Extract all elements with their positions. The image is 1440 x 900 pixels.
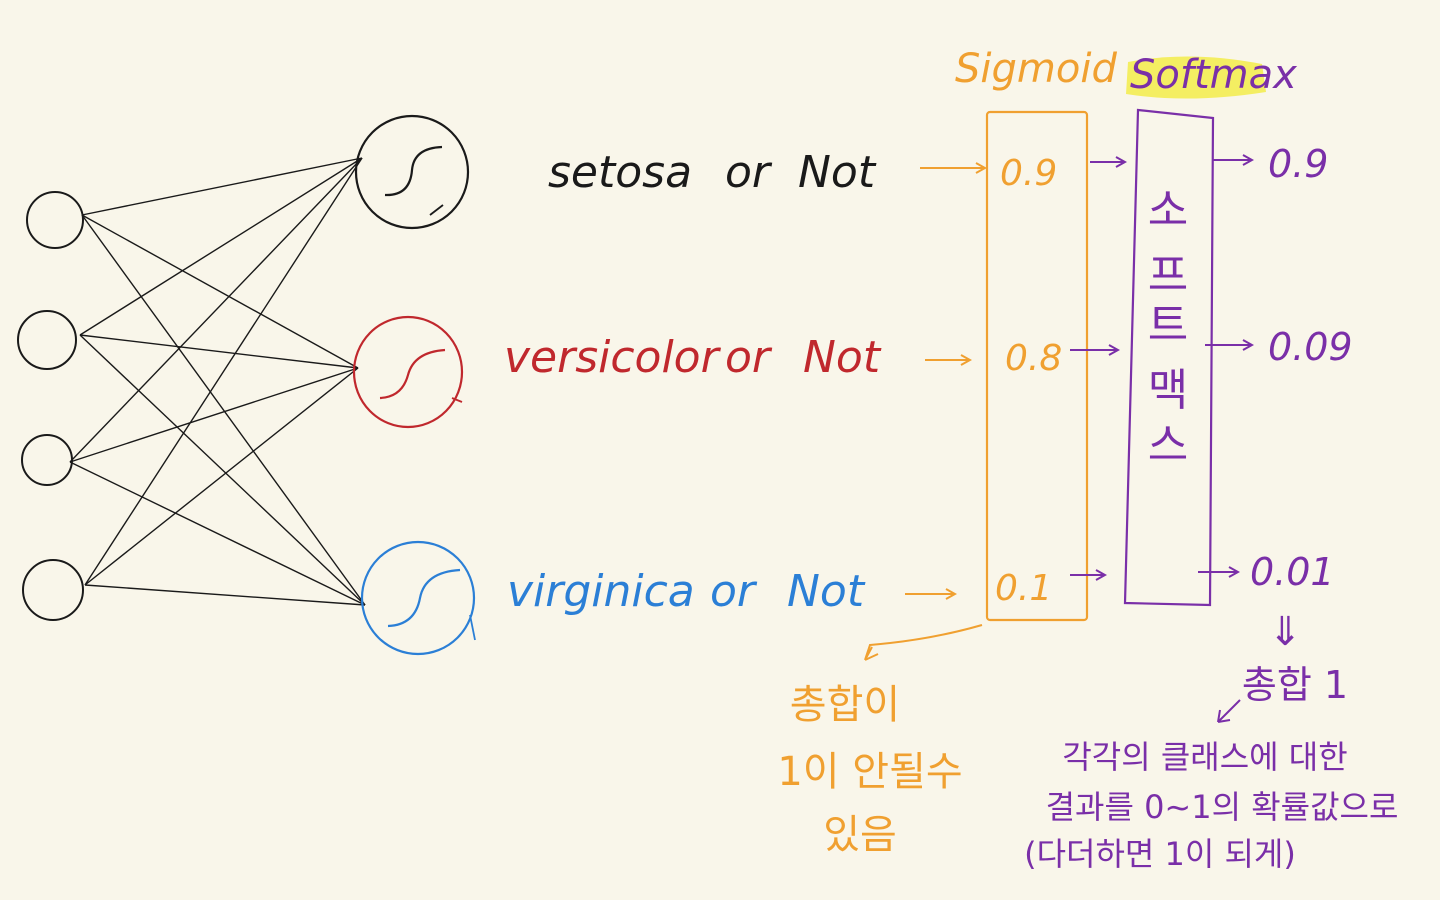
connection-4-to-virginica — [84, 584, 366, 606]
sigmoid-note-line-2: 1이 안될수 — [777, 749, 962, 795]
label-to-sigmoid-arrows — [905, 168, 985, 594]
connection-4-to-versicolor — [84, 367, 359, 586]
connection-1-to-setosa — [81, 157, 363, 216]
softmax-note-line-2: 결과를 0~1의 확률값으로 — [1046, 788, 1399, 826]
input-node-2 — [17, 310, 77, 370]
connection-4-to-setosa — [84, 157, 363, 586]
label-setosa-not: Not — [798, 147, 877, 198]
header-sigmoid: Sigmoid — [955, 46, 1117, 92]
sigmoid-note-line-1: 총합이 — [790, 682, 900, 728]
input-node-4 — [22, 559, 84, 621]
softmax-value-setosa: 0.9 — [1268, 142, 1328, 186]
softmax-char-3: 트 — [1148, 300, 1188, 351]
softmax-note-arrow — [1217, 699, 1241, 723]
output-node-virginica — [360, 540, 476, 656]
softmax-output-arrows — [1198, 160, 1252, 572]
sigmoid-note: 총합이 1이 안될수 있음 — [777, 682, 962, 858]
label-versicolor-not: Not — [803, 332, 882, 383]
label-virginica: virginica — [507, 566, 695, 617]
softmax-char-1: 소 — [1148, 185, 1188, 236]
connection-1-to-versicolor — [81, 214, 359, 369]
label-setosa-or: or — [725, 147, 773, 198]
input-layer — [17, 191, 84, 621]
header-softmax: Softmax — [1130, 52, 1297, 98]
connection-2-to-setosa — [79, 157, 363, 336]
softmax-note-line-1: 각각의 클래스에 대한 — [1062, 738, 1347, 776]
input-node-3 — [21, 434, 73, 486]
label-virginica-not: Not — [787, 566, 866, 617]
sigmoid-value-virginica: 0.1 — [995, 568, 1052, 609]
softmax-note-line-3: (다더하면 1이 되게) — [1024, 835, 1296, 873]
connection-2-to-versicolor — [79, 334, 359, 369]
sigmoid-note-arrow — [864, 624, 983, 661]
softmax-char-5: 스 — [1148, 420, 1188, 471]
sigmoid-curve-icon — [387, 568, 461, 628]
input-node-1 — [26, 191, 84, 249]
softmax-char-2: 프 — [1148, 250, 1188, 301]
output-node-setosa — [354, 114, 470, 230]
softmax-note-down-arrow: ⇓ — [1268, 609, 1302, 655]
sigmoid-curve-icon — [379, 348, 446, 400]
connection-3-to-setosa — [69, 157, 363, 463]
softmax-box — [1123, 108, 1215, 607]
softmax-note-total: 총합 1 — [1242, 663, 1348, 707]
sigmoid-curve-icon — [384, 145, 443, 197]
sigmoid-value-versicolor: 0.8 — [1005, 338, 1062, 379]
connection-2-to-virginica — [79, 334, 366, 606]
softmax-char-4: 맥 — [1148, 365, 1188, 416]
label-versicolor: versicolor — [504, 332, 722, 383]
network-connections — [69, 157, 366, 606]
softmax-value-virginica: 0.01 — [1250, 550, 1335, 594]
sigmoid-note-line-3: 있음 — [823, 812, 897, 858]
sigmoid-box — [985, 110, 1089, 622]
label-setosa: setosa — [548, 147, 692, 198]
softmax-box-label: 소 프 트 맥 스 — [1148, 185, 1188, 471]
connection-1-to-virginica — [81, 214, 366, 606]
label-versicolor-or: or — [725, 332, 773, 383]
sigmoid-to-softmax-arrows — [1070, 162, 1125, 575]
softmax-note: 각각의 클래스에 대한 결과를 0~1의 확률값으로 (다더하면 1이 되게) — [1024, 738, 1398, 873]
output-node-versicolor — [352, 315, 464, 429]
sigmoid-value-setosa: 0.9 — [1000, 153, 1057, 194]
connection-3-to-virginica — [69, 461, 366, 606]
softmax-highlight — [1126, 56, 1266, 99]
connection-3-to-versicolor — [69, 367, 359, 463]
softmax-value-versicolor: 0.09 — [1268, 325, 1353, 369]
label-virginica-or: or — [710, 566, 758, 617]
